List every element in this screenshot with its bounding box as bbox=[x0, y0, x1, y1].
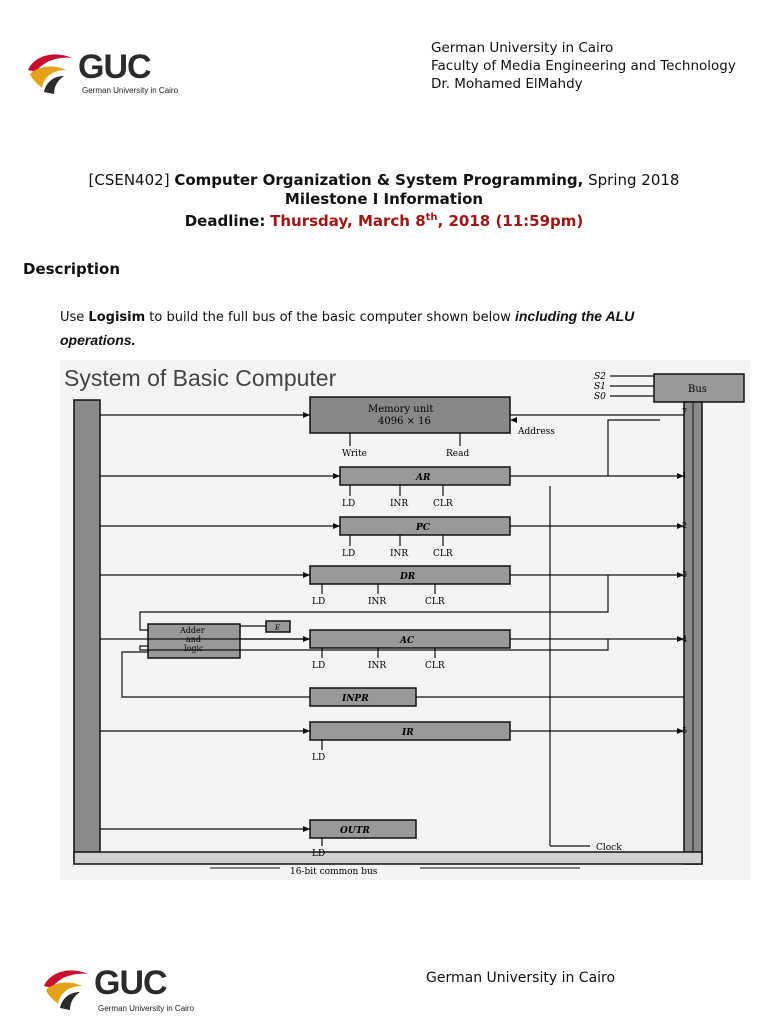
memory-read: Read bbox=[446, 449, 469, 459]
svg-text:LD: LD bbox=[312, 849, 325, 859]
tool-name: Logisim bbox=[88, 310, 146, 325]
svg-text:5: 5 bbox=[682, 726, 687, 735]
guc-emblem-icon bbox=[28, 54, 72, 94]
memory-write: Write bbox=[342, 449, 367, 459]
svg-text:INPR: INPR bbox=[341, 694, 369, 704]
svg-text:INR: INR bbox=[390, 499, 408, 509]
svg-text:4: 4 bbox=[682, 635, 687, 644]
svg-text:2: 2 bbox=[682, 521, 687, 530]
select-s0: S0 bbox=[594, 392, 606, 402]
memory-label: Memory unit bbox=[368, 404, 433, 415]
svg-text:CLR: CLR bbox=[433, 499, 453, 509]
register-outr: OUTR bbox=[309, 819, 417, 839]
svg-text:logic: logic bbox=[184, 644, 204, 653]
logo-subtitle: German University in Cairo bbox=[82, 86, 179, 95]
select-s2: S2 bbox=[594, 372, 606, 382]
svg-text:AR: AR bbox=[415, 473, 431, 483]
register-pc: PC bbox=[339, 516, 511, 536]
adder-logic: Adder and logic bbox=[147, 623, 241, 659]
logo-wordmark: GUC bbox=[78, 48, 152, 86]
register-ac: AC bbox=[309, 629, 511, 649]
header-line-instructor: Dr. Mohamed ElMahdy bbox=[431, 76, 583, 92]
svg-text:7: 7 bbox=[682, 407, 687, 416]
course-code: [CSEN402] bbox=[88, 171, 170, 189]
course-title: [CSEN402] Computer Organization & System… bbox=[0, 171, 768, 189]
svg-text:3: 3 bbox=[682, 570, 687, 579]
bus-selector-box bbox=[653, 373, 745, 403]
deadline-sup: th bbox=[425, 212, 438, 223]
footer-text: German University in Cairo bbox=[426, 970, 616, 986]
register-ir: IR bbox=[309, 721, 511, 741]
course-term: Spring 2018 bbox=[588, 171, 680, 189]
svg-text:LD: LD bbox=[312, 753, 325, 763]
register-dr: DR bbox=[309, 565, 511, 585]
svg-text:INR: INR bbox=[368, 597, 386, 607]
basic-computer-diagram: System of Basic Computer S2 S1 S0 Bus 16… bbox=[60, 360, 750, 880]
common-bus-label: 16-bit common bus bbox=[290, 867, 378, 877]
memory-size: 4096 × 16 bbox=[378, 416, 431, 427]
select-s1: S1 bbox=[594, 382, 606, 392]
header-line-university: German University in Cairo bbox=[431, 40, 614, 56]
emphasis-text: including the ALU operations. bbox=[60, 308, 635, 348]
header-line-faculty: Faculty of Media Engineering and Technol… bbox=[431, 58, 736, 74]
course-name: Computer Organization & System Programmi… bbox=[174, 171, 584, 189]
footer-guc-logo: GUC German University in Cairo bbox=[40, 964, 200, 1016]
svg-text:PC: PC bbox=[415, 523, 431, 533]
svg-text:LD: LD bbox=[312, 597, 325, 607]
svg-text:LD: LD bbox=[342, 549, 355, 559]
left-bus bbox=[73, 399, 101, 861]
svg-text:1: 1 bbox=[682, 471, 687, 480]
deadline-label: Deadline: bbox=[184, 212, 266, 230]
e-register: E bbox=[265, 620, 291, 633]
svg-text:OUTR: OUTR bbox=[340, 826, 370, 836]
diagram-wires bbox=[100, 414, 684, 847]
bus-numbers: 7 1 2 3 4 5 bbox=[682, 407, 687, 735]
description-heading: Description bbox=[23, 260, 121, 278]
diagram-title: System of Basic Computer bbox=[64, 365, 337, 391]
deadline-line: Deadline: Thursday, March 8th, 2018 (11:… bbox=[0, 212, 768, 230]
register-inpr: INPR bbox=[309, 687, 417, 707]
svg-text:Adder: Adder bbox=[179, 626, 205, 635]
svg-text:IR: IR bbox=[401, 728, 414, 738]
svg-text:CLR: CLR bbox=[425, 597, 445, 607]
deadline-date: Thursday, March 8th, 2018 (11:59pm) bbox=[270, 212, 584, 230]
guc-logo: GUC German University in Cairo bbox=[24, 48, 184, 100]
footer-logo-wordmark: GUC bbox=[94, 964, 168, 1002]
svg-text:CLR: CLR bbox=[425, 661, 445, 671]
svg-text:AC: AC bbox=[399, 636, 415, 646]
bus-label: Bus bbox=[688, 384, 707, 395]
svg-text:DR: DR bbox=[399, 572, 416, 582]
common-bus-bar bbox=[73, 851, 703, 865]
footer-logo-subtitle: German University in Cairo bbox=[98, 1004, 195, 1013]
svg-text:CLR: CLR bbox=[433, 549, 453, 559]
milestone-title: Milestone I Information bbox=[284, 190, 484, 208]
svg-text:INR: INR bbox=[390, 549, 408, 559]
control-labels: LD INR CLR LD INR CLR LD INR CLR LD INR CLR LD L… bbox=[312, 499, 453, 859]
clock-label: Clock bbox=[596, 843, 622, 853]
svg-text:LD: LD bbox=[312, 661, 325, 671]
svg-text:INR: INR bbox=[368, 661, 386, 671]
arrowheads bbox=[303, 412, 684, 832]
description-text: Use Logisim to build the full bus of the… bbox=[60, 308, 635, 348]
memory-unit bbox=[309, 396, 511, 434]
svg-text:E: E bbox=[274, 624, 280, 632]
memory-address: Address bbox=[517, 427, 555, 437]
svg-text:LD: LD bbox=[342, 499, 355, 509]
register-ar: AR bbox=[339, 466, 511, 486]
footer-guc-emblem-icon bbox=[44, 970, 88, 1010]
